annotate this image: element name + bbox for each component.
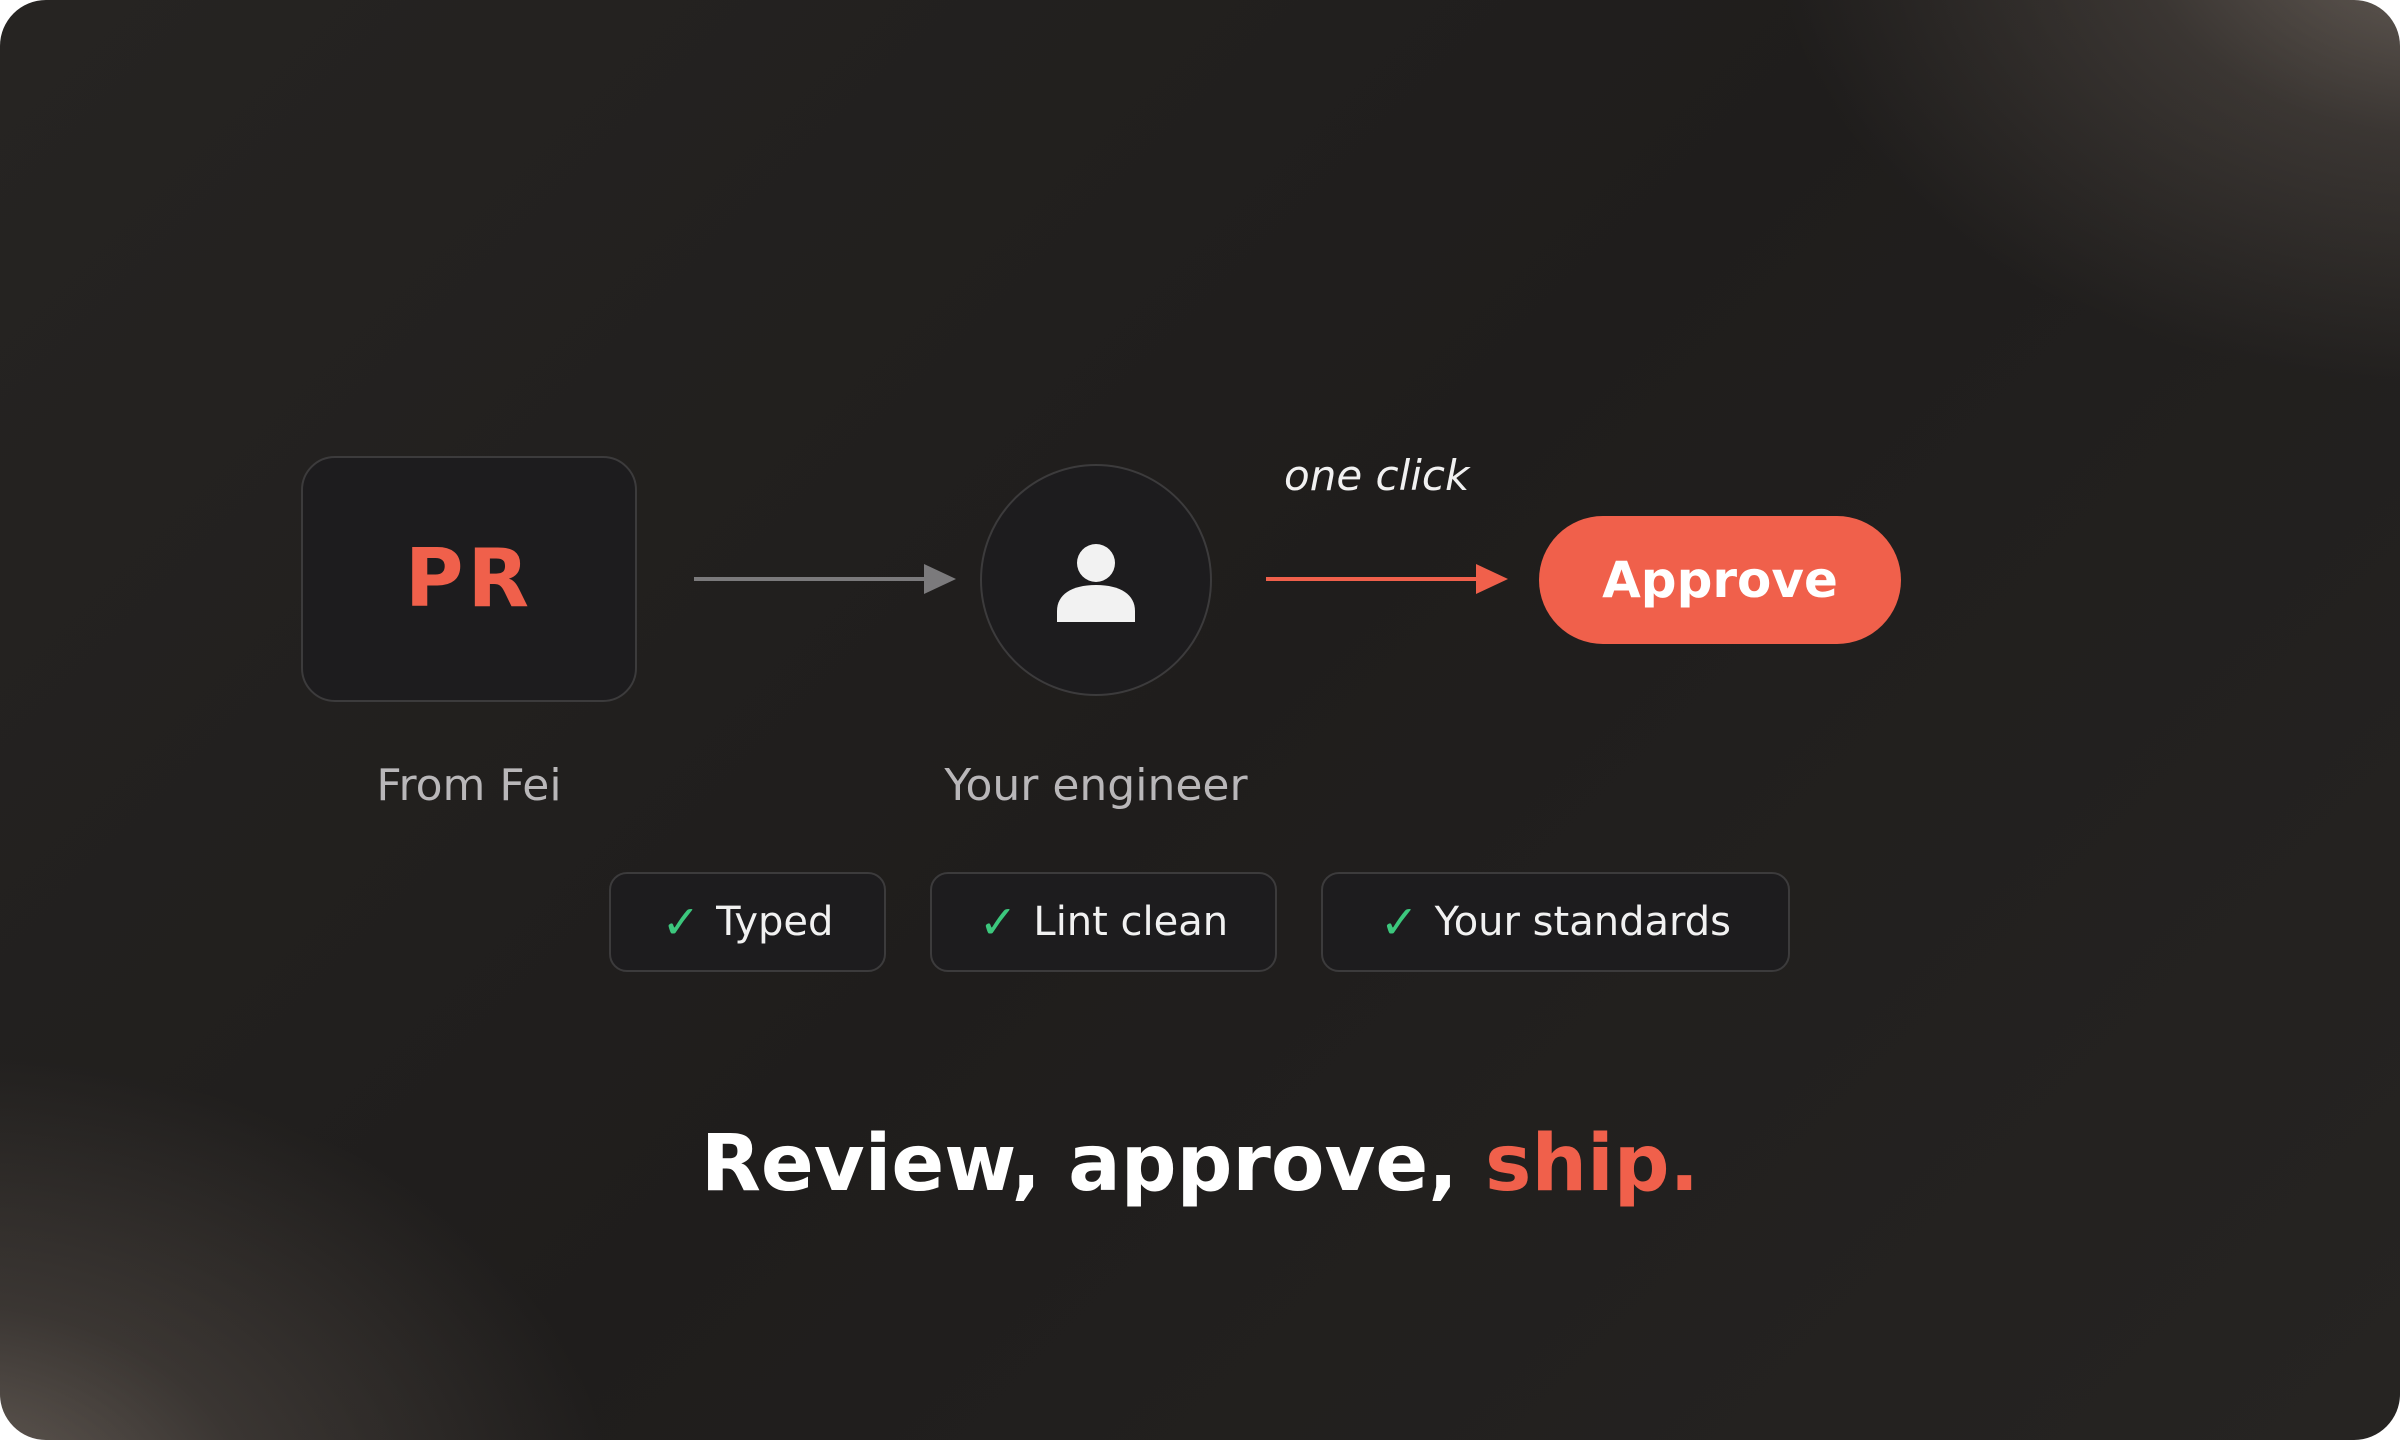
check-icon: ✓ xyxy=(1380,895,1419,949)
badge-label: Your standards xyxy=(1434,899,1731,945)
tagline-accent: ship. xyxy=(1485,1119,1700,1209)
tagline-main: Review, approve, xyxy=(700,1119,1486,1209)
reviewer-caption: Your engineer xyxy=(944,760,1248,811)
arrow-right-icon xyxy=(694,564,956,594)
check-icon: ✓ xyxy=(978,895,1018,949)
tagline: Review, approve, ship. xyxy=(0,1114,2400,1214)
one-click-label: one click xyxy=(1284,451,1470,500)
badge-label: Lint clean xyxy=(1033,899,1229,945)
badge-label: Typed xyxy=(716,899,834,945)
badge-your-standards: ✓ Your standards xyxy=(1321,872,1790,972)
pr-label: PR xyxy=(404,532,534,625)
check-icon: ✓ xyxy=(661,895,701,949)
pr-box: PR xyxy=(301,456,637,702)
badge-typed: ✓ Typed xyxy=(609,872,886,972)
source-caption: From Fei xyxy=(376,760,562,811)
person-icon xyxy=(1057,544,1135,622)
arrow-right-icon xyxy=(1266,564,1508,594)
approve-button[interactable]: Approve xyxy=(1539,516,1901,644)
badge-lint-clean: ✓ Lint clean xyxy=(930,872,1277,972)
approve-button-label: Approve xyxy=(1602,551,1838,609)
